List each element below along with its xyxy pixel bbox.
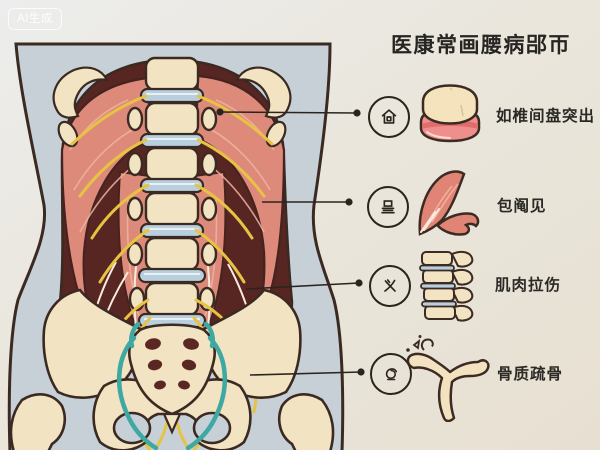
spine-side-illustration	[419, 250, 474, 322]
legend-item-4-label: 骨质疏骨	[497, 366, 564, 383]
legend-item-2-label: 包阄见	[497, 198, 547, 215]
legend-item-3-label: 肌肉拉伤	[495, 277, 562, 294]
sacrum	[128, 323, 216, 435]
legend-item-2-circle	[367, 186, 409, 228]
ligaments	[117, 321, 227, 450]
porous-bone-illustration	[406, 335, 490, 422]
connector-lines	[216, 108, 365, 376]
disc-illustration	[419, 84, 481, 143]
lumbar-spine	[126, 56, 218, 329]
disc-stack-icon	[381, 200, 395, 214]
ai-generated-watermark: AI生成	[8, 8, 62, 30]
legend-item-1-circle	[368, 96, 410, 138]
cross-icon	[384, 279, 396, 292]
legend-item-3-circle	[369, 265, 411, 307]
legend-item-4-circle	[370, 353, 412, 395]
rib-bones	[52, 66, 292, 148]
spiral-icon	[385, 368, 398, 381]
house-icon	[381, 109, 397, 124]
muscle-illustration	[418, 170, 480, 236]
legend-item-1-label: 如椎间盘突出	[496, 108, 596, 125]
page-title: 医康常画腰病郘帀	[391, 34, 571, 57]
